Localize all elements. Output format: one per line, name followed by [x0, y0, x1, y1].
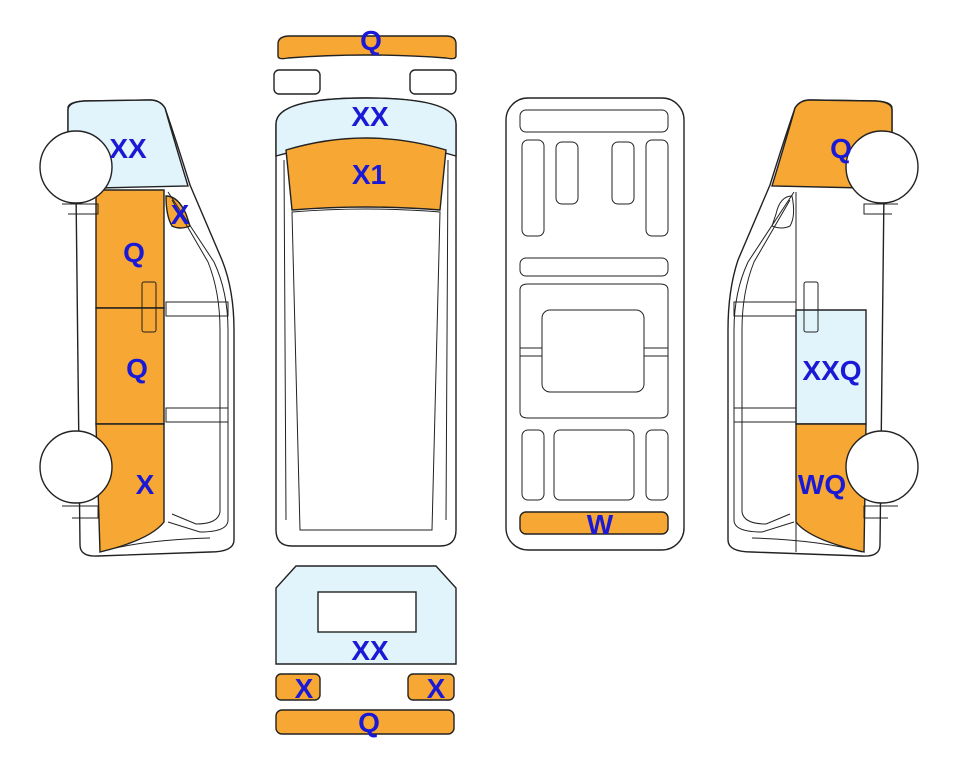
label-top-bonnet: X1: [352, 159, 386, 190]
right-sill: [751, 537, 863, 553]
label-top-front-bumper: Q: [360, 25, 382, 56]
right-rear-wheel: [845, 430, 919, 504]
label-top-windscreen: XX: [351, 101, 389, 132]
under-center-tank: [541, 309, 645, 393]
label-rear-right-light: X: [427, 673, 446, 704]
left-front-wheel: [39, 130, 113, 204]
under-center-frame: [519, 283, 669, 419]
label-left-rear-quarter: X: [136, 469, 155, 500]
top-right-rail: [445, 159, 449, 521]
right-window-frame-inner: [741, 199, 791, 525]
label-left-rear-door: Q: [126, 353, 148, 384]
under-rear-left: [521, 429, 545, 501]
label-right-front-top: Q: [830, 133, 852, 164]
right-front-bumper-line: [863, 203, 898, 215]
under-body-outline: [505, 97, 685, 551]
right-side-view: [727, 99, 919, 557]
label-right-rear-door: XXQ: [802, 355, 861, 386]
under-front-inner-left: [555, 141, 579, 205]
under-front-left-rail: [521, 139, 545, 237]
label-rear-window: XX: [351, 635, 389, 666]
rear-window-glass: [317, 591, 417, 633]
under-mid-crossmember: [519, 257, 669, 277]
top-view: [273, 35, 457, 547]
rear-right-light: [407, 673, 455, 701]
label-rear-left-light: X: [295, 673, 314, 704]
left-window-frame-inner: [171, 199, 221, 525]
left-sill: [99, 537, 211, 553]
label-left-a-pillar: X: [171, 199, 190, 230]
left-window-bar-1: [165, 301, 229, 317]
under-front-right-rail: [645, 139, 669, 237]
left-rear-bumper-line: [62, 505, 99, 519]
under-rear-bumper: [519, 511, 669, 535]
left-rear-wheel: [39, 430, 113, 504]
top-left-rail: [283, 159, 287, 521]
rear-view: [275, 565, 457, 735]
label-right-rear-quarter: WQ: [798, 469, 846, 500]
top-right-headlight: [409, 69, 457, 95]
left-door-handle: [141, 281, 157, 333]
top-front-bumper: [277, 35, 457, 60]
left-window-bar-2: [165, 407, 229, 423]
label-under-rear-bumper: W: [587, 509, 614, 540]
label-rear-bumper: Q: [358, 707, 380, 738]
label-left-front-top: XX: [109, 133, 147, 164]
under-rear-right: [645, 429, 669, 501]
rear-bumper-panel: [275, 709, 455, 735]
left-window-frame-outer: [167, 191, 229, 533]
under-frame-link-right: [644, 347, 668, 357]
right-door-handle: [803, 281, 819, 333]
left-side-view: [39, 99, 235, 557]
top-bonnet-panel: [285, 137, 447, 211]
left-front-bumper-line: [62, 203, 99, 215]
top-roof-inner: [291, 208, 441, 531]
right-mirror: [771, 195, 795, 229]
label-left-front-door: Q: [123, 237, 145, 268]
under-rear-center: [553, 429, 635, 501]
right-rear-bumper-line: [863, 505, 898, 519]
under-front-crossmember: [519, 109, 669, 133]
right-window-frame-outer: [733, 191, 795, 533]
underbody-view: [505, 97, 685, 551]
top-left-headlight: [273, 69, 321, 95]
damage-labels: XX X Q Q X Q XX X1 W Q XXQ WQ XX X X Q: [109, 25, 861, 738]
rear-left-light: [275, 673, 321, 701]
under-front-inner-right: [611, 141, 635, 205]
right-front-wheel: [845, 130, 919, 204]
under-frame-link-left: [520, 347, 542, 357]
